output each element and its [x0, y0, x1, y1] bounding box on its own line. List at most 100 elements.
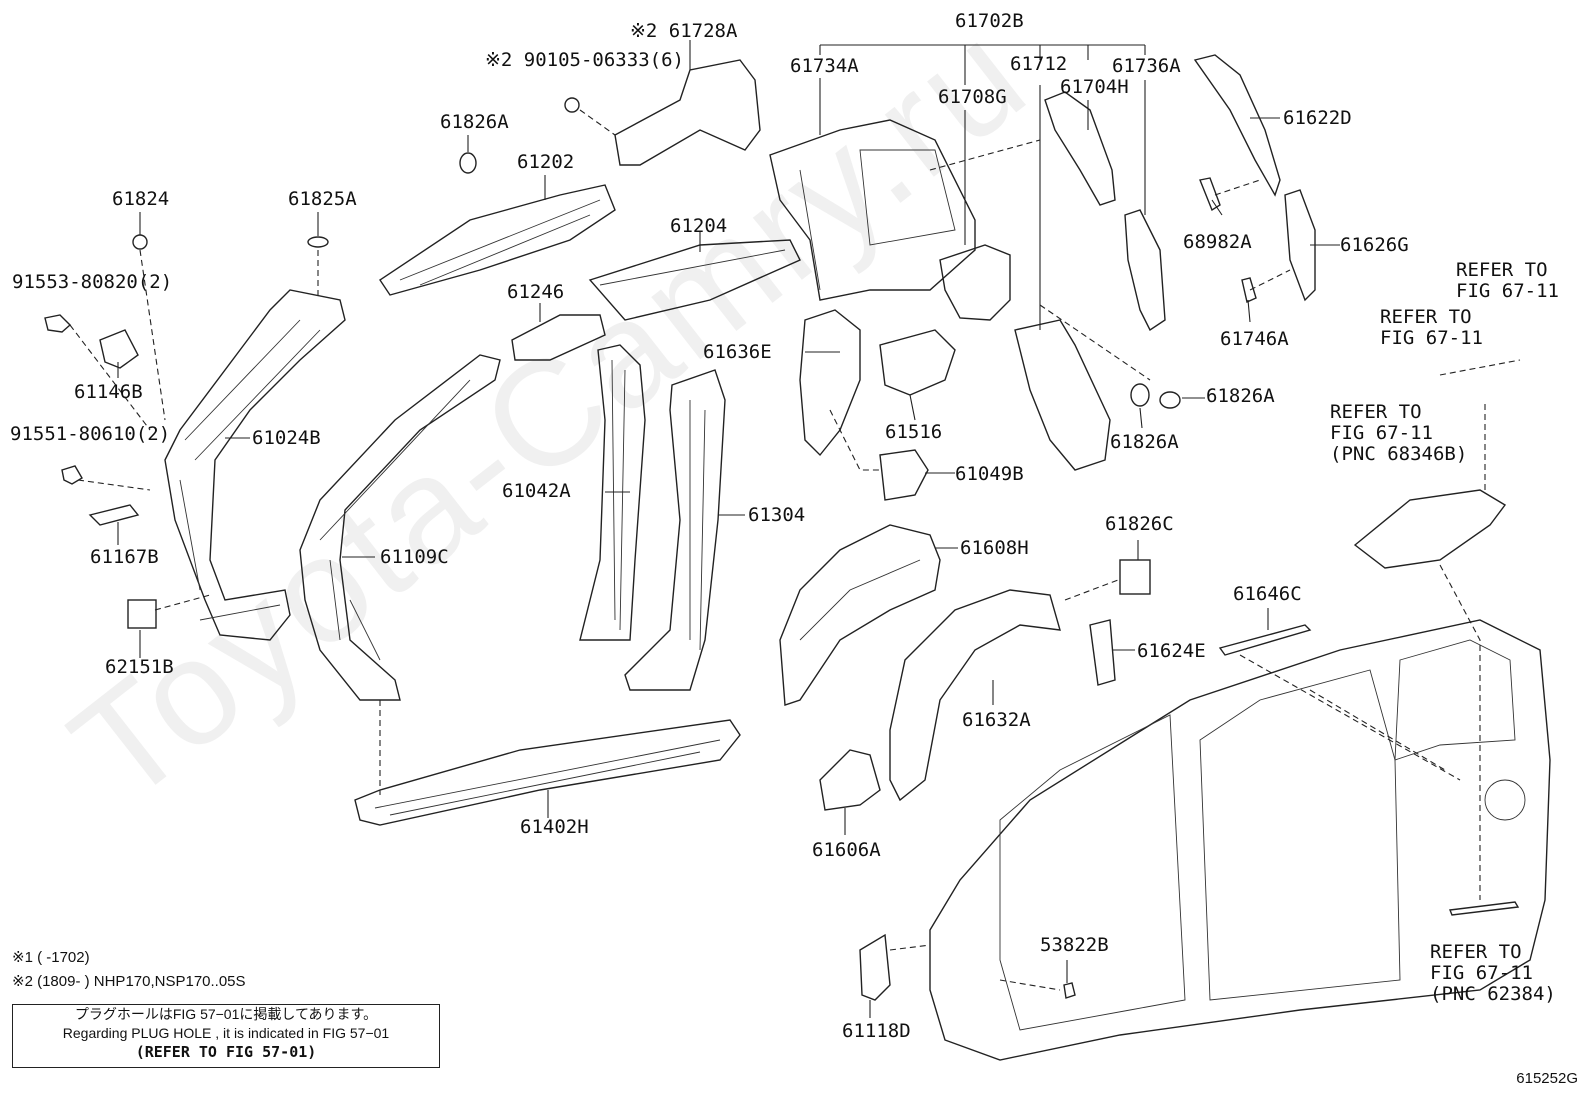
label-61167B: 61167B [90, 546, 159, 568]
footnote-1: ※1 ( -1702) [12, 949, 90, 966]
part-53822B [1063, 982, 1076, 999]
plug-61826A-r [1159, 391, 1181, 409]
label-91551: 91551-80610(2) [10, 423, 170, 445]
part-61606A [819, 749, 881, 811]
part-61516 [879, 329, 956, 396]
part-61708G [939, 244, 1011, 321]
label-61202: 61202 [517, 151, 574, 173]
label-61042A: 61042A [502, 480, 571, 502]
label-61746A: 61746A [1220, 328, 1289, 350]
part-61728A [614, 59, 761, 166]
part-61402H [354, 719, 741, 826]
label-61109C: 61109C [380, 546, 449, 568]
note-english: Regarding PLUG HOLE , it is indicated in… [62, 1025, 390, 1041]
label-61734A: 61734A [790, 55, 859, 77]
refer-1-line-1: REFER TO [1456, 259, 1548, 281]
label-61712: 61712 [1010, 53, 1067, 75]
plug-61824 [132, 234, 148, 250]
part-61712 [1014, 319, 1111, 471]
part-61746A [1241, 277, 1257, 303]
label-61632A: 61632A [962, 709, 1031, 731]
label-61826C: 61826C [1105, 513, 1174, 535]
rear-door-opening [1199, 669, 1401, 1001]
label-61118D: 61118D [842, 1020, 911, 1042]
footnote-2: ※2 (1809- ) NHP170,NSP170..05S [12, 973, 246, 990]
note-reference: (REFER TO FIG 57-01) [135, 1043, 317, 1061]
label-61606A: 61606A [812, 839, 881, 861]
part-61734A [769, 119, 976, 301]
part-61646C [1218, 624, 1312, 656]
part-61202 [379, 184, 616, 296]
label-61646C: 61646C [1233, 583, 1302, 605]
label-61608H: 61608H [960, 537, 1029, 559]
bolt-91553 [44, 314, 72, 333]
refer-3-line-2: FIG 67-11 [1330, 422, 1433, 444]
label-53822B: 53822B [1040, 934, 1109, 956]
part-61624E [1089, 619, 1116, 686]
label-61636E: 61636E [703, 341, 772, 363]
pad-61826C [1119, 559, 1151, 595]
plug-61825A [307, 236, 329, 248]
plug-61826A-top [459, 152, 477, 174]
plug-61826A-b [1130, 383, 1150, 407]
part-61042A [579, 344, 646, 641]
label-61304: 61304 [748, 504, 805, 526]
refer-4-line-3: (PNC 62384) [1430, 983, 1556, 1005]
figure-id: 615252G [1516, 1070, 1578, 1087]
pad-62151B [127, 599, 157, 629]
label-61146B: 61146B [74, 381, 143, 403]
part-61118D [859, 933, 891, 1001]
part-61626G [1284, 189, 1316, 302]
part-61736A [1124, 209, 1166, 332]
label-61024B: 61024B [252, 427, 321, 449]
refer-2-line-1: REFER TO [1380, 306, 1472, 328]
label-61204: 61204 [670, 215, 727, 237]
label-61826A-r: 61826A [1206, 385, 1275, 407]
body-side-outer [929, 619, 1551, 1061]
label-62151B: 62151B [105, 656, 174, 678]
bracket-61146B [99, 329, 139, 369]
refer-3-line-1: REFER TO [1330, 401, 1422, 423]
label-61246: 61246 [507, 281, 564, 303]
quarter-window-opening [1394, 639, 1516, 761]
label-91553: 91553-80820(2) [12, 271, 172, 293]
part-61024B [164, 289, 346, 641]
part-61304 [624, 369, 726, 691]
bracket-61167B [88, 504, 140, 526]
part-61608H [779, 524, 941, 706]
label-61736A: 61736A [1112, 55, 1181, 77]
bolt-90105 [564, 97, 580, 113]
part-61632A [889, 589, 1061, 802]
part-61204 [588, 239, 801, 321]
label-61626G: 61626G [1340, 234, 1409, 256]
label-61402H: 61402H [520, 816, 589, 838]
label-61624E: 61624E [1137, 640, 1206, 662]
part-61109C [299, 354, 501, 701]
refer-3-line-3: (PNC 68346B) [1330, 443, 1467, 465]
part-61636E [799, 309, 861, 457]
part-61049B [879, 449, 929, 501]
label-61826A-b: 61826A [1110, 431, 1179, 453]
part-68982A [1199, 177, 1221, 212]
label-61826A-top: 61826A [440, 111, 509, 133]
part-62384 [1449, 901, 1520, 916]
refer-2-line-2: FIG 67-11 [1380, 327, 1483, 349]
part-68346B [1353, 489, 1507, 569]
refer-4-line-2: FIG 67-11 [1430, 962, 1533, 984]
label-61622D: 61622D [1283, 107, 1352, 129]
label-61516: 61516 [885, 421, 942, 443]
part-61622D [1193, 54, 1281, 197]
refer-1-line-2: FIG 67-11 [1456, 280, 1559, 302]
label-61825A: 61825A [288, 188, 357, 210]
label-61049B: 61049B [955, 463, 1024, 485]
fuel-door-opening [1484, 779, 1526, 821]
refer-4-line-1: REFER TO [1430, 941, 1522, 963]
label-61702B: 61702B [955, 10, 1024, 32]
part-61246 [511, 314, 606, 361]
label-61704H: 61704H [1060, 76, 1129, 98]
plug-hole-note: プラグホールはFIG 57−01に掲載してあります。 Regarding PLU… [12, 1004, 440, 1068]
bolt-91551 [61, 465, 83, 485]
note-japanese: プラグホールはFIG 57−01に掲載してあります。 [74, 1006, 378, 1022]
